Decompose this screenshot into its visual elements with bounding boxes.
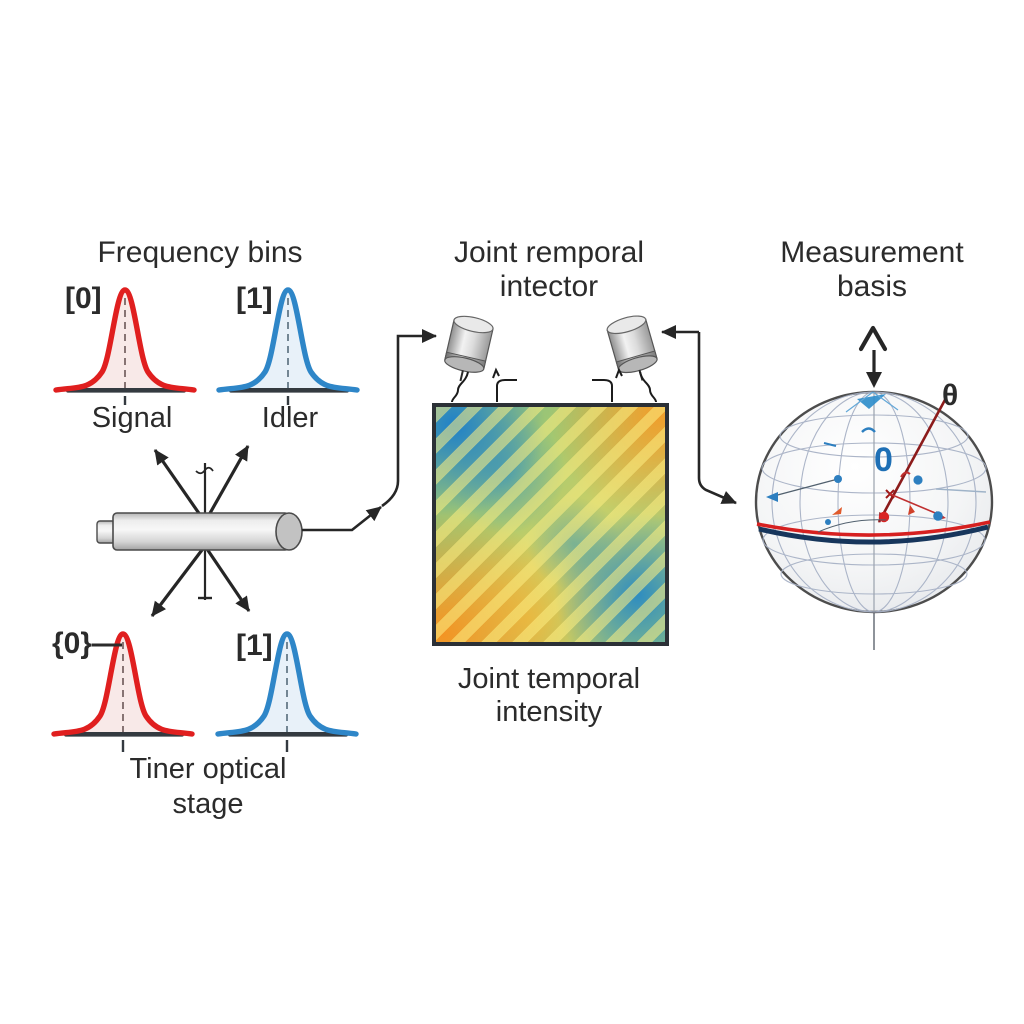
joint-intensity-caption: Joint temporal intensity bbox=[409, 663, 689, 729]
measurement-basis-title: Measurement basis bbox=[732, 236, 1012, 304]
signal-bin0-label: [0] bbox=[65, 282, 102, 315]
theta-label: θ bbox=[942, 379, 959, 412]
signal-label: Signal bbox=[91, 402, 173, 434]
joint-detector-title-line2: intector bbox=[499, 270, 599, 303]
joint-detector-title-line1: Joint remporal bbox=[453, 236, 645, 269]
time-stage-caption-line2: stage bbox=[172, 788, 244, 820]
joint-intensity-caption-line1: Joint temporal bbox=[457, 663, 641, 695]
idler-bin1-label: [1] bbox=[236, 282, 273, 315]
measurement-basis-title-line1: Measurement bbox=[780, 236, 964, 269]
joint-detector-title: Joint remporal intector bbox=[409, 236, 689, 304]
idler-label: Idler bbox=[261, 402, 319, 434]
pole-zero-label: 0 bbox=[874, 441, 893, 479]
joint-temporal-intensity-heatmap bbox=[432, 403, 669, 646]
measurement-basis-title-line2: basis bbox=[836, 270, 908, 303]
frequency-bins-title: Frequency bins bbox=[97, 236, 303, 269]
joint-intensity-caption-line2: intensity bbox=[495, 696, 603, 728]
time-stage-caption-line1: Tiner optical bbox=[129, 753, 287, 785]
time-bin1-label: [1] bbox=[236, 629, 273, 662]
time-bin0-label: {0}— bbox=[52, 627, 123, 660]
time-stage-caption: Tiner optical stage bbox=[78, 752, 338, 822]
